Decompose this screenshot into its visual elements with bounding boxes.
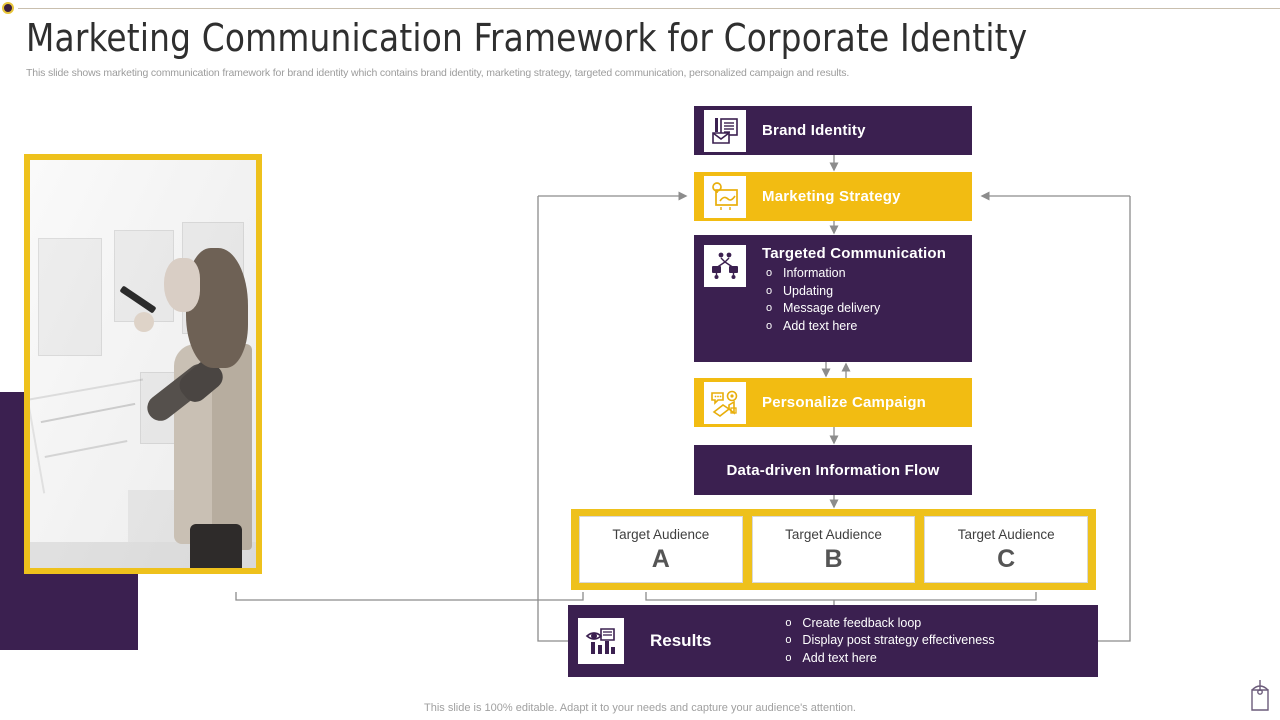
node-personalize-campaign[interactable]: Personalize Campaign — [694, 378, 972, 427]
top-bullet-marker — [2, 2, 14, 14]
node-marketing-strategy[interactable]: Marketing Strategy — [694, 172, 972, 221]
photo-shape-hand — [134, 312, 154, 332]
target-audience-card-c[interactable]: Target Audience C — [924, 516, 1089, 583]
node-label: Marketing Strategy — [762, 188, 901, 205]
list-item: Updating — [762, 283, 946, 301]
people-network-icon — [704, 245, 746, 287]
node-label: Data-driven Information Flow — [726, 461, 940, 479]
audience-letter: B — [824, 545, 843, 573]
photo-frame — [24, 154, 262, 574]
list-item: Message delivery — [762, 300, 946, 318]
list-item: Add text here — [781, 650, 994, 668]
list-item: Add text here — [762, 318, 946, 336]
audience-label: Target Audience — [785, 527, 882, 542]
strategy-lightbulb-icon — [704, 175, 746, 218]
audience-label: Target Audience — [957, 527, 1055, 542]
megaphone-chat-icon — [704, 381, 746, 424]
targeted-body: Targeted Communication Information Updat… — [762, 245, 946, 335]
audience-letter: C — [997, 545, 1016, 573]
top-divider — [18, 8, 1280, 9]
footer-note: This slide is 100% editable. Adapt it to… — [424, 702, 856, 714]
results-label: Results — [650, 631, 712, 650]
photo-image — [30, 160, 256, 568]
photo-shape-face — [164, 258, 200, 312]
photo-shape-person — [119, 240, 254, 568]
list-item: Information — [762, 265, 946, 283]
target-audience-card-b[interactable]: Target Audience B — [751, 516, 916, 583]
node-data-driven-information-flow[interactable]: Data-driven Information Flow — [694, 445, 972, 495]
brand-board-icon — [704, 109, 746, 152]
photo-shape-window — [38, 238, 102, 356]
photo-shape-legs — [190, 524, 242, 568]
analytics-eye-icon — [578, 618, 624, 664]
audience-label: Target Audience — [612, 527, 710, 542]
targeted-bullet-list: Information Updating Message delivery Ad… — [762, 265, 946, 335]
node-results[interactable]: Results Create feedback loop Display pos… — [568, 605, 1098, 677]
node-label: Brand Identity — [762, 122, 866, 139]
list-item: Display post strategy effectiveness — [781, 632, 994, 650]
target-audience-strip: Target Audience A Target Audience B Targ… — [571, 509, 1096, 590]
page-subtitle: This slide shows marketing communication… — [26, 67, 850, 79]
node-brand-identity[interactable]: Brand Identity — [694, 106, 972, 155]
node-label: Targeted Communication — [762, 245, 947, 262]
tag-icon[interactable] — [1246, 678, 1274, 712]
node-label: Personalize Campaign — [762, 394, 927, 411]
page-title: Marketing Communication Framework for Co… — [26, 16, 1028, 60]
node-targeted-communication[interactable]: Targeted Communication Information Updat… — [694, 235, 972, 362]
target-audience-card-a[interactable]: Target Audience A — [579, 516, 743, 583]
audience-letter: A — [651, 545, 670, 573]
results-bullet-list: Create feedback loop Display post strate… — [781, 615, 994, 668]
list-item: Create feedback loop — [781, 615, 994, 633]
